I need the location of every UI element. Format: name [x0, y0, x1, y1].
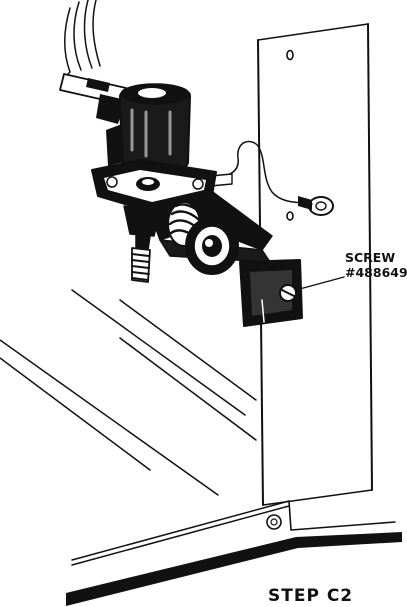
callout-line-part-number: #488649	[345, 265, 407, 280]
step-caption: STEP C2	[268, 586, 354, 606]
mounting-screw	[279, 276, 345, 302]
valve-flange	[91, 159, 217, 213]
callout-line-screw: SCREW	[345, 250, 396, 265]
front-kickplate	[66, 500, 402, 606]
wire-connector	[59, 73, 127, 124]
screw-callout-label: SCREW #488649	[345, 250, 407, 280]
solenoid-coil	[106, 83, 191, 174]
cabinet-base-lines	[0, 289, 290, 566]
water-inlet-fitting	[167, 201, 239, 275]
ground-wire	[207, 140, 334, 216]
wires	[63, 0, 101, 77]
